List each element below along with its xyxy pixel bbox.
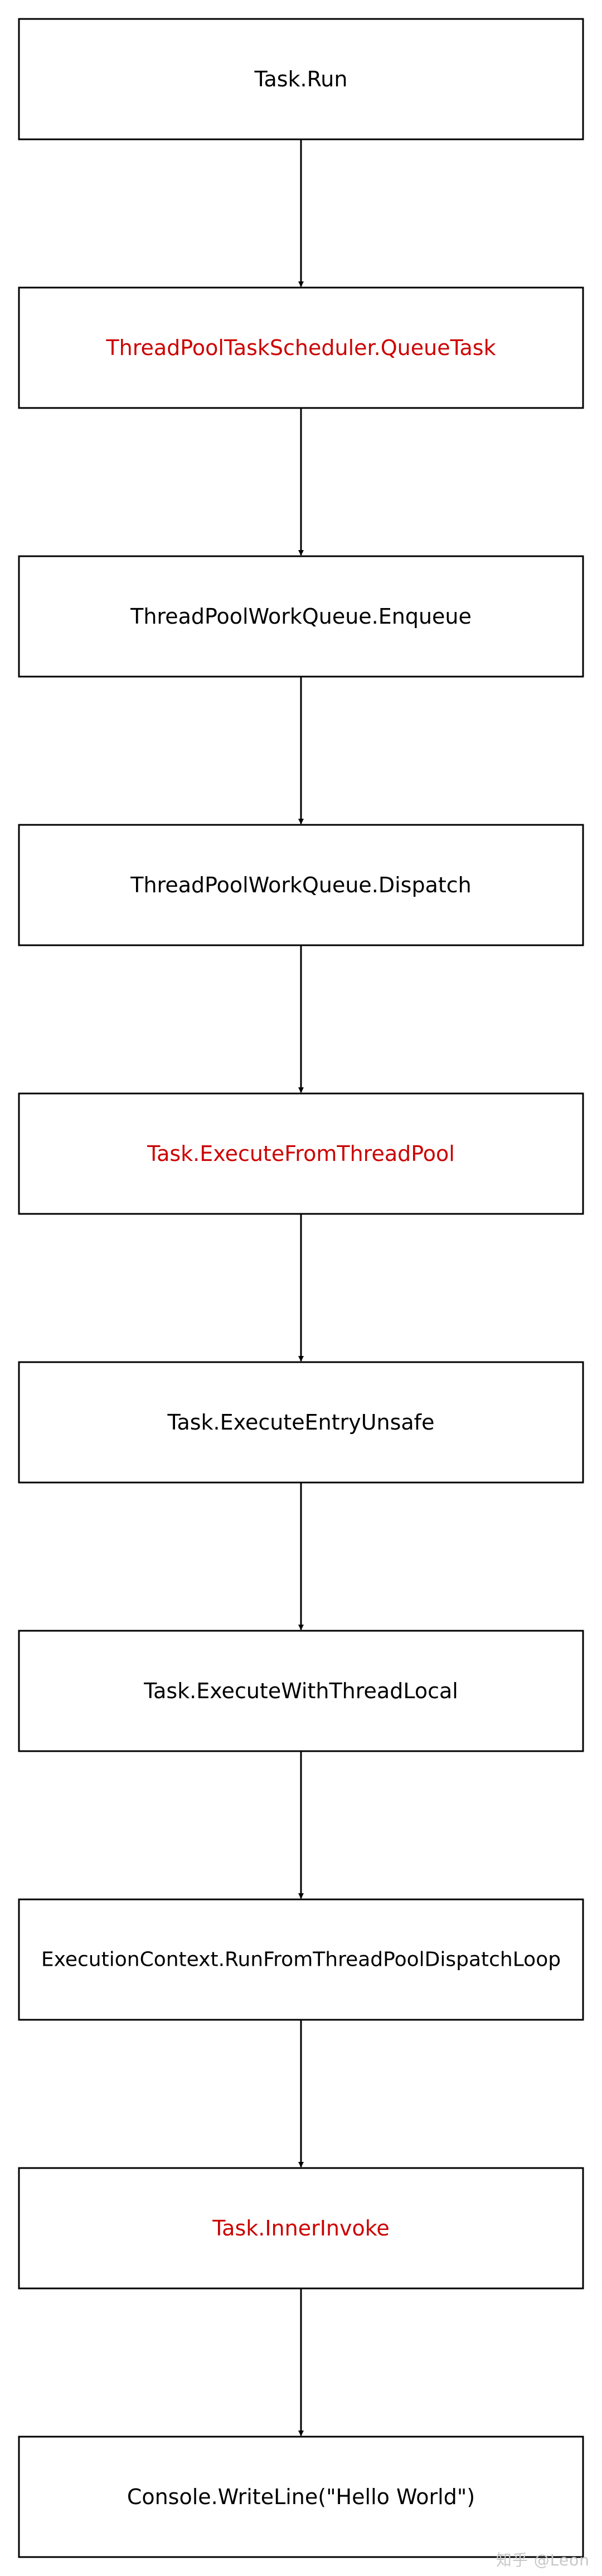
flow-step-label: Console.WriteLine("Hello World") bbox=[127, 2485, 475, 2509]
flow-step-label: Task.ExecuteEntryUnsafe bbox=[167, 1410, 435, 1435]
flow-step-box bbox=[18, 286, 584, 409]
flow-step-label: Task.Run bbox=[254, 67, 348, 91]
flow-step-box bbox=[18, 1630, 584, 1752]
flow-step-box bbox=[18, 1092, 584, 1215]
flow-step-label: ThreadPoolTaskScheduler.QueueTask bbox=[105, 336, 496, 360]
flow-step-box bbox=[18, 555, 584, 678]
flow-step-box bbox=[18, 1361, 584, 1484]
flow-step-box bbox=[18, 1898, 584, 2021]
flow-step-box bbox=[18, 18, 584, 140]
flow-step-box bbox=[18, 2436, 584, 2558]
flow-step-label: ThreadPoolWorkQueue.Enqueue bbox=[130, 604, 472, 629]
flow-step-label: Task.ExecuteWithThreadLocal bbox=[143, 1679, 458, 1703]
flow-step-label: Task.ExecuteFromThreadPool bbox=[147, 1141, 455, 1166]
flow-step-label: ExecutionContext.RunFromThreadPoolDispat… bbox=[41, 1948, 561, 1971]
watermark: 知乎 @Leon bbox=[496, 2551, 590, 2569]
flow-step-label: Task.InnerInvoke bbox=[212, 2216, 390, 2240]
flow-step-box bbox=[18, 824, 584, 946]
flow-step-label: ThreadPoolWorkQueue.Dispatch bbox=[130, 873, 472, 897]
